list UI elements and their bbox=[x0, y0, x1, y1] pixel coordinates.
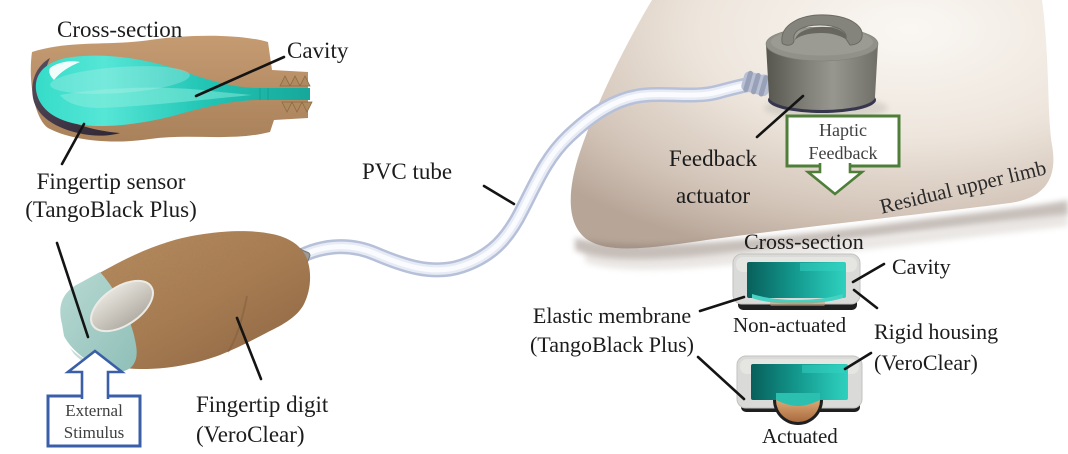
screw-threads-top bbox=[279, 75, 311, 87]
leader-sensor-down bbox=[55, 241, 90, 339]
sensor-membrane-shell bbox=[32, 58, 121, 136]
membrane-bump bbox=[776, 400, 820, 422]
external-stimulus-line2: Stimulus bbox=[63, 423, 125, 442]
actuator-cross-section-title: Cross-section bbox=[744, 229, 864, 254]
fingertip-sensor-label-line2: (TangoBlack Plus) bbox=[25, 197, 197, 222]
haptic-feedback-text: Haptic Feedback bbox=[787, 119, 899, 165]
non-actuated-cross-section bbox=[732, 253, 861, 310]
leader-sensor-up bbox=[60, 122, 86, 166]
rigid-housing-label-line2: (VeroClear) bbox=[874, 350, 978, 375]
leader-rigid-housing-2 bbox=[843, 351, 873, 371]
leader-cavity-left bbox=[194, 55, 286, 98]
rigid-housing-label: Rigid housing (VeroClear) bbox=[874, 316, 998, 378]
leader-rigid-housing-1 bbox=[852, 288, 879, 310]
fingertip-sensor-label: Fingertip sensor (TangoBlack Plus) bbox=[2, 168, 220, 224]
external-stimulus-box bbox=[46, 349, 142, 448]
external-stimulus-text: External Stimulus bbox=[48, 400, 140, 444]
leader-fingertip-digit bbox=[235, 316, 263, 381]
pvc-tube-illustration bbox=[284, 74, 772, 278]
elastic-membrane-label-line1: Elastic membrane bbox=[532, 303, 692, 328]
screw-threads-bottom bbox=[281, 101, 313, 113]
feedback-actuator-label-line1: Feedback bbox=[668, 146, 758, 171]
actuated-label: Actuated bbox=[762, 424, 838, 448]
pvc-tube-label: PVC tube bbox=[362, 159, 453, 184]
leader-cavity-right bbox=[851, 262, 886, 284]
fingertip-digit-label-line1: Fingertip digit bbox=[196, 392, 329, 417]
external-stimulus-arrow-icon bbox=[64, 349, 126, 399]
fingertip-digit-label-line2: (VeroClear) bbox=[196, 422, 305, 447]
elastic-membrane-label-line2: (TangoBlack Plus) bbox=[529, 332, 695, 357]
actuated-cross-section bbox=[736, 355, 863, 425]
leader-pvc-tube bbox=[482, 184, 516, 206]
tube-actuator-connector bbox=[741, 70, 772, 97]
haptic-feedback-line2: Feedback bbox=[808, 143, 878, 163]
fingertip-sensor-label-line1: Fingertip sensor bbox=[36, 169, 186, 194]
elastic-membrane-label: Elastic membrane (TangoBlack Plus) bbox=[492, 301, 732, 359]
feedback-actuator-illustration bbox=[764, 14, 888, 119]
haptic-feedback-box bbox=[785, 114, 901, 196]
haptic-feedback-line1: Haptic bbox=[819, 120, 867, 140]
rigid-housing-label-line1: Rigid housing bbox=[874, 319, 999, 344]
sensor-cross-section-title: Cross-section bbox=[57, 17, 183, 42]
leader-membrane-2 bbox=[696, 355, 746, 401]
haptic-feedback-arrow-icon bbox=[804, 163, 866, 196]
external-stimulus-line1: External bbox=[65, 401, 123, 420]
fingernail bbox=[90, 279, 154, 333]
actuator-cavity-label: Cavity bbox=[892, 254, 951, 279]
non-actuated-label: Non-actuated bbox=[733, 313, 847, 337]
leader-membrane-1 bbox=[698, 295, 746, 313]
fingertip-digit-label: Fingertip digit (VeroClear) bbox=[196, 390, 328, 450]
sensor-cross-section-illustration bbox=[30, 35, 313, 142]
leader-feedback-actuator bbox=[755, 94, 805, 139]
fingertip-digit-illustration bbox=[60, 231, 311, 372]
sensor-cavity-label: Cavity bbox=[287, 38, 349, 63]
leader-lines bbox=[55, 55, 886, 401]
feedback-actuator-label: Feedback actuator bbox=[648, 140, 778, 214]
feedback-actuator-label-line2: actuator bbox=[675, 183, 751, 208]
